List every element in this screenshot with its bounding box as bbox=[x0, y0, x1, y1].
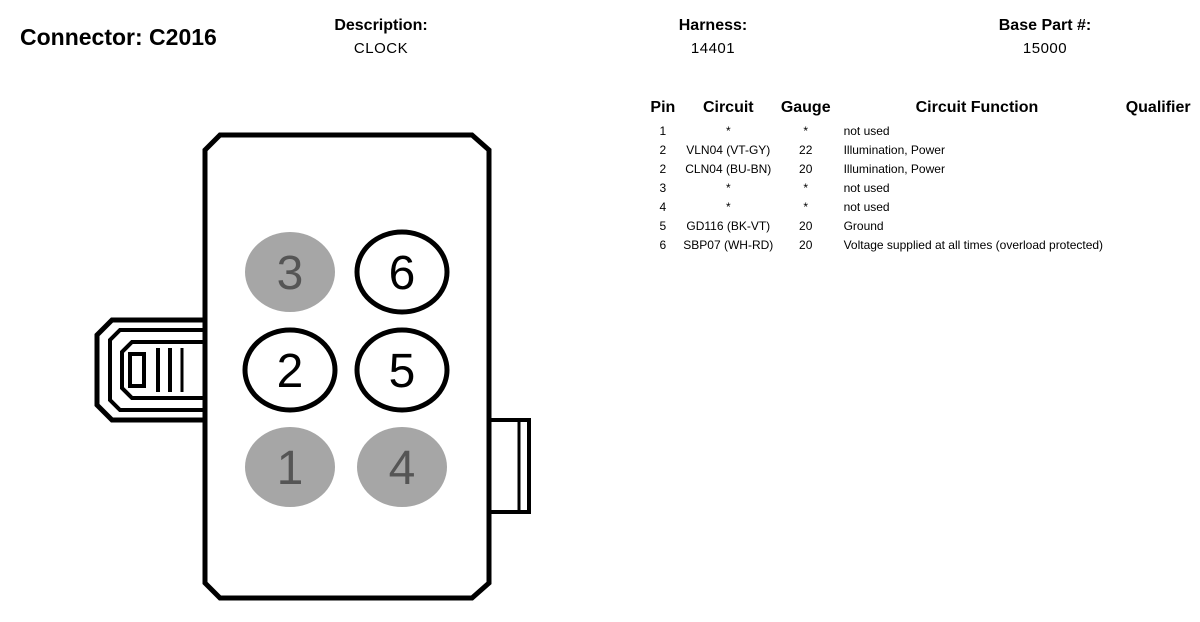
function-cell: Voltage supplied at all times (overload … bbox=[843, 237, 1104, 252]
pin-circle bbox=[245, 427, 335, 507]
gauge-cell: 22 bbox=[799, 142, 813, 157]
base-part-label: Base Part #: bbox=[998, 17, 1092, 34]
pin-cell: 1 bbox=[659, 123, 667, 138]
table-row: 6 SBP07 (WH-RD) 20 Voltage supplied at all … bbox=[643, 235, 1200, 254]
description-value: CLOCK bbox=[353, 40, 409, 57]
circuit-cell: SBP07 (WH-RD) bbox=[683, 237, 774, 252]
col-qualifier: Qualifier bbox=[1125, 99, 1191, 116]
pin-cavity-5: 5 bbox=[354, 327, 450, 413]
pin-number: 6 bbox=[389, 247, 416, 300]
circuit-cell: CLN04 (BU-BN) bbox=[685, 161, 772, 176]
pin-cavity-1: 1 bbox=[245, 427, 335, 507]
function-cell: Illumination, Power bbox=[843, 142, 945, 157]
circuit-cell: * bbox=[725, 199, 731, 214]
pin-circle bbox=[357, 427, 447, 507]
pin-cell: 6 bbox=[659, 237, 667, 252]
function-cell: not used bbox=[843, 180, 890, 195]
pin-cell: 5 bbox=[659, 218, 667, 233]
table-row: 4 * * not used bbox=[643, 197, 1200, 216]
pin-cell: 3 bbox=[659, 180, 667, 195]
pin-circle bbox=[354, 229, 450, 315]
gauge-cell: * bbox=[803, 180, 809, 195]
gauge-cell: 20 bbox=[799, 218, 813, 233]
pin-number: 1 bbox=[277, 442, 304, 495]
pin-cell: 2 bbox=[659, 142, 667, 157]
table-row: 1 * * not used bbox=[643, 121, 1200, 140]
pin-number: 5 bbox=[389, 345, 416, 398]
table-row: 2 CLN04 (BU-BN) 20 Illumination, Power bbox=[643, 159, 1200, 178]
base-part-block: Base Part #: 15000 bbox=[945, 17, 1145, 57]
function-cell: not used bbox=[843, 199, 890, 214]
function-cell: Illumination, Power bbox=[843, 161, 945, 176]
harness-block: Harness: 14401 bbox=[613, 17, 813, 57]
connector-housing bbox=[202, 132, 492, 601]
pin-number: 3 bbox=[277, 247, 304, 300]
pin-number: 4 bbox=[389, 442, 416, 495]
harness-value: 14401 bbox=[690, 40, 736, 57]
description-label: Description: bbox=[334, 17, 428, 34]
key-tab bbox=[489, 418, 531, 514]
pin-circle bbox=[354, 327, 450, 413]
col-circuit: Circuit bbox=[702, 99, 754, 116]
pin-cavity-4: 4 bbox=[357, 427, 447, 507]
table-row: 2 VLN04 (VT-GY) 22 Illumination, Power bbox=[643, 140, 1200, 159]
pin-cell: 2 bbox=[659, 161, 667, 176]
gauge-cell: 20 bbox=[799, 237, 813, 252]
table-row: 5 GD116 (BK-VT) 20 Ground bbox=[643, 216, 1200, 235]
harness-label: Harness: bbox=[678, 17, 748, 34]
pin-number: 2 bbox=[277, 345, 304, 398]
circuit-cell: GD116 (BK-VT) bbox=[686, 218, 771, 233]
col-circuit-function: Circuit Function bbox=[915, 99, 1039, 116]
gauge-cell: * bbox=[803, 199, 809, 214]
gauge-cell: * bbox=[803, 123, 809, 138]
pin-table-header: Pin Circuit Gauge Circuit Function Quali… bbox=[643, 99, 1200, 121]
circuit-cell: * bbox=[725, 180, 731, 195]
base-part-value: 15000 bbox=[1022, 40, 1068, 57]
pin-cavity-3: 3 bbox=[245, 232, 335, 312]
pin-table: Pin Circuit Gauge Circuit Function Quali… bbox=[643, 99, 1200, 254]
col-pin: Pin bbox=[650, 99, 676, 116]
gauge-cell: 20 bbox=[799, 161, 813, 176]
pin-cell: 4 bbox=[659, 199, 667, 214]
function-cell: not used bbox=[843, 123, 890, 138]
circuit-cell: * bbox=[725, 123, 731, 138]
pin-circle bbox=[242, 327, 338, 413]
connector-title: Connector: C2016 bbox=[20, 24, 217, 50]
description-block: Description: CLOCK bbox=[281, 17, 481, 57]
col-gauge: Gauge bbox=[780, 99, 831, 116]
locking-latch bbox=[94, 317, 205, 423]
table-row: 3 * * not used bbox=[643, 178, 1200, 197]
pin-circle bbox=[245, 232, 335, 312]
function-cell: Ground bbox=[843, 218, 884, 233]
pin-cavity-6: 6 bbox=[354, 229, 450, 315]
pin-cavity-2: 2 bbox=[242, 327, 338, 413]
circuit-cell: VLN04 (VT-GY) bbox=[686, 142, 771, 157]
